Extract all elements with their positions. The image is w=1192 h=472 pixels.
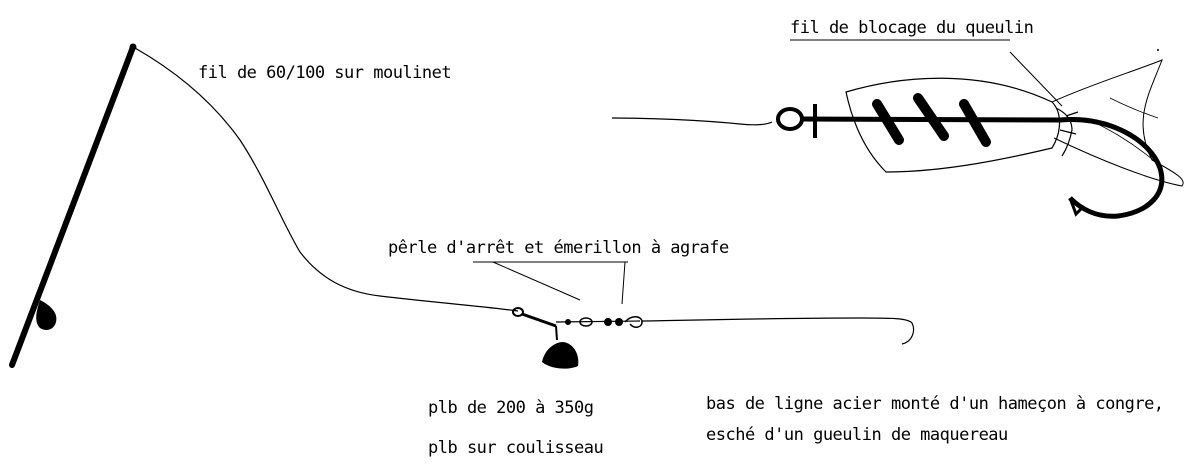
fishing-rod <box>9 43 137 368</box>
bead-swivel-pointer <box>473 261 628 305</box>
sinker-slider-label: plb sur coulisseau <box>428 438 604 458</box>
reel-icon <box>36 300 57 330</box>
lock-thread-binding <box>1055 107 1079 157</box>
running-sinker <box>512 307 579 369</box>
steel-leader <box>641 317 915 345</box>
mackerel-bait <box>845 77 1061 173</box>
bait-lock-thread-label: fil de blocage du queulin <box>790 18 1034 38</box>
baited-hook-detail <box>611 39 1184 219</box>
steel-leader-label-line-2: esché d'un gueulin de maquereau <box>706 425 1008 445</box>
sinker-weight-label: plb de 200 à 350g <box>428 398 594 418</box>
line-on-reel-label: fil de 60/100 sur moulinet <box>198 63 452 83</box>
bead-and-snap-swivel <box>555 316 643 328</box>
bead-swivel-label: pêrle d'arrêt et émerillon à agrafe <box>388 238 729 258</box>
hook-bend <box>1059 117 1165 219</box>
steel-leader-label-line-1: bas de ligne acier monté d'un hameçon à … <box>706 394 1164 414</box>
main-line <box>134 47 519 312</box>
